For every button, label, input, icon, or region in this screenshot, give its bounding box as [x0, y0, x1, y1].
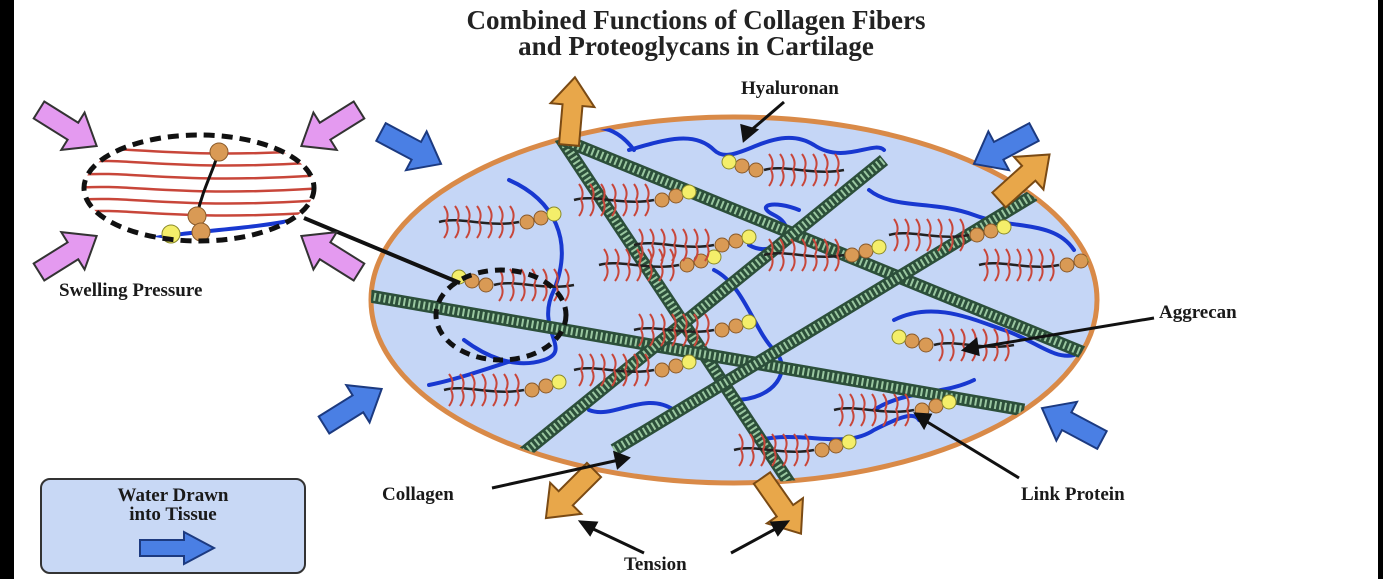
pressure-arrow	[32, 100, 99, 152]
legend-water-arrow-icon	[139, 530, 217, 566]
aggrecan-molecule	[443, 373, 567, 407]
legend-line-2: into Tissue	[129, 504, 217, 525]
label-tension: Tension	[624, 554, 687, 575]
pressure-arrow	[299, 100, 366, 152]
water-arrows	[317, 121, 1109, 451]
aggrecan-molecule	[733, 433, 857, 467]
aggrecan-molecule	[633, 313, 757, 347]
pressure-arrow	[32, 230, 99, 282]
aggrecan-molecule	[633, 228, 757, 262]
tension-arrow	[548, 75, 597, 147]
label-link-protein: Link Protein	[1021, 484, 1125, 505]
legend-line-1: Water Drawn	[117, 485, 229, 506]
cartilage-diagram	[32, 75, 1155, 555]
cartilage-matrix	[368, 114, 1100, 486]
tension-arrow	[990, 153, 1051, 209]
pressure-arrow	[299, 230, 366, 282]
label-hyaluronan: Hyaluronan	[741, 78, 839, 99]
water-arrow	[317, 383, 384, 435]
swelling-inset	[81, 132, 317, 244]
legend-text: Water Drawn into Tissue	[42, 486, 304, 524]
title-line-2: and Proteoglycans in Cartilage	[518, 31, 874, 61]
aggrecan-molecule	[438, 205, 562, 239]
diagram-frame: Combined Functions of Collagen Fibers an…	[14, 0, 1378, 579]
aggrecan-molecules	[438, 153, 1097, 467]
water-arrow	[972, 121, 1041, 172]
label-collagen: Collagen	[382, 484, 454, 505]
pressure-arrows	[32, 100, 366, 282]
aggrecan-molecule	[763, 238, 887, 272]
matrix-contents	[371, 124, 1097, 483]
aggrecan-molecule	[888, 218, 1012, 252]
inset-highlight-circle	[433, 267, 569, 363]
water-arrow	[1040, 400, 1109, 451]
aggrecan-molecule	[598, 248, 722, 282]
aggrecan-molecule	[891, 328, 1015, 362]
aggrecan-molecule	[721, 153, 845, 187]
water-arrow	[374, 121, 443, 172]
tension-arrows	[544, 75, 1051, 536]
aggrecan-molecule	[573, 353, 697, 387]
legend-box: Water Drawn into Tissue	[40, 478, 306, 574]
inset-connector	[303, 216, 461, 285]
collagen-fiber	[371, 288, 1026, 417]
label-swelling-pressure: Swelling Pressure	[59, 280, 203, 301]
aggrecan-molecule	[573, 183, 697, 217]
title-line-1: Combined Functions of Collagen Fibers	[466, 5, 926, 35]
collagen-fiber	[561, 133, 1092, 362]
label-pointers	[491, 100, 1155, 555]
label-aggrecan: Aggrecan	[1159, 302, 1237, 323]
collagen-fiber	[504, 154, 889, 471]
